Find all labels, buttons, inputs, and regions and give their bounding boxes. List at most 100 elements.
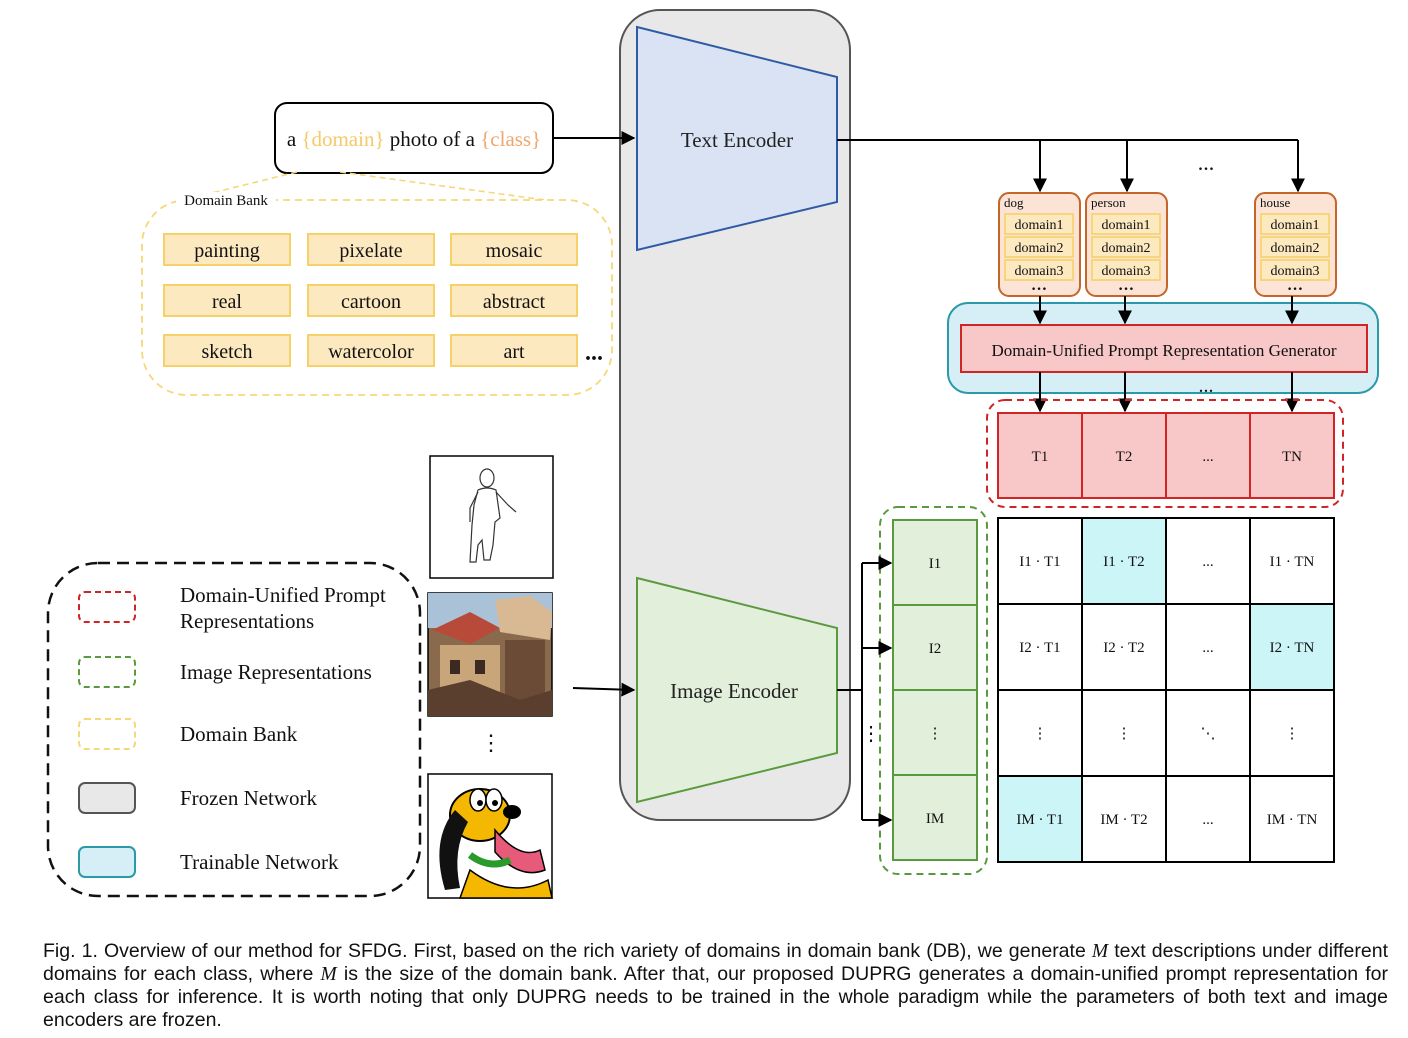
matrix-cell-label: I2 · T1 xyxy=(1019,640,1060,656)
text-rep-label: TN xyxy=(1282,449,1302,465)
image-encoder xyxy=(636,576,838,804)
input-images-gap: ⋮ xyxy=(480,730,502,755)
image-reps-side-dots: ⋮ xyxy=(861,723,881,745)
matrix-cell-label: I1 · T1 xyxy=(1019,554,1060,570)
class-domain-label: domain2 xyxy=(1015,241,1064,256)
domain-chip-label: sketch xyxy=(201,341,252,363)
matrix-cell-label: ⋮ xyxy=(1033,726,1048,742)
generator-more: ... xyxy=(1199,375,1214,397)
class-name: person xyxy=(1091,195,1126,210)
figure-caption: Fig. 1. Overview of our method for SFDG.… xyxy=(43,940,1388,1031)
matrix-cell-label: ⋮ xyxy=(1285,726,1300,742)
matrix-cell xyxy=(1081,689,1167,777)
domain-chip xyxy=(163,233,291,266)
matrix-cell xyxy=(1165,603,1251,691)
image-rep-label: IM xyxy=(926,811,944,827)
matrix-cell xyxy=(1249,517,1335,605)
class-to-generator-arrows xyxy=(1033,296,1299,325)
matrix-cell xyxy=(997,689,1083,777)
class-domain-chip xyxy=(1091,259,1161,281)
text-rep-label: ... xyxy=(1202,449,1213,465)
class-domain-chip xyxy=(1004,213,1074,235)
input-image-cartoon xyxy=(427,773,553,899)
class-name: dog xyxy=(1004,195,1024,210)
domain-bank-title: Domain Bank xyxy=(184,193,268,209)
domain-chip xyxy=(307,284,435,317)
domain-chip xyxy=(450,334,578,367)
prompt-template: a {domain} photo of a {class} xyxy=(287,127,541,151)
text-rep-label: T1 xyxy=(1032,449,1049,465)
domain-chip xyxy=(450,284,578,317)
legend-swatch xyxy=(78,656,136,688)
domain-chip xyxy=(450,233,578,266)
matrix-cell xyxy=(1165,689,1251,777)
matrix-cell xyxy=(1081,775,1167,863)
class-more-dots: … xyxy=(1287,277,1303,294)
class-domain-chip xyxy=(1260,236,1330,258)
matrix-cell xyxy=(1165,775,1251,863)
class-domain-label: domain3 xyxy=(1102,264,1151,279)
domain-chip xyxy=(163,334,291,367)
image-rep-label: I2 xyxy=(929,641,942,657)
domain-chip-label: pixelate xyxy=(339,240,402,262)
matrix-cell xyxy=(1165,517,1251,605)
matrix-cell xyxy=(1249,689,1335,777)
matrix-cell xyxy=(1249,603,1335,691)
matrix-cell-label: IM · T2 xyxy=(1100,812,1147,828)
matrix-cell xyxy=(1081,603,1167,691)
class-domain-chip xyxy=(1004,236,1074,258)
legend-label: Domain Bank xyxy=(180,722,298,746)
legend-label: Trainable Network xyxy=(180,850,339,874)
image-encoder-output-arrows xyxy=(837,556,893,827)
class-domain-label: domain1 xyxy=(1102,218,1151,233)
domain-bank-more: ... xyxy=(585,340,603,366)
prompt-domain-slot: {domain} xyxy=(301,127,384,151)
image-encoder-label: Image Encoder xyxy=(670,679,798,703)
legend-swatch xyxy=(78,718,136,750)
domain-chip xyxy=(163,284,291,317)
matrix-cell-label: IM · T1 xyxy=(1016,812,1063,828)
class-boxes: dogdomain1domain2domain3…persondomain1do… xyxy=(998,192,1337,297)
domain-chip-label: real xyxy=(212,291,242,313)
text-rep-label: T2 xyxy=(1116,449,1133,465)
matrix-cell-label: ⋮ xyxy=(1117,726,1132,742)
domain-chip xyxy=(307,334,435,367)
domain-chip xyxy=(307,233,435,266)
class-domain-chip xyxy=(1091,213,1161,235)
class-domain-label: domain3 xyxy=(1015,264,1064,279)
images-to-image-encoder-arrow xyxy=(572,682,636,697)
generator-to-representation-arrows xyxy=(1033,372,1299,413)
class-more-dots: … xyxy=(1031,277,1047,294)
prompt-middle: photo of a xyxy=(390,127,476,151)
legend-label: Frozen Network xyxy=(180,786,318,810)
generator-label: Domain-Unified Prompt Representation Gen… xyxy=(991,341,1336,360)
class-more-dots: … xyxy=(1118,277,1134,294)
class-domain-label: domain2 xyxy=(1102,241,1151,256)
legend-swatch xyxy=(78,591,136,623)
domain-bank-link-right xyxy=(339,171,561,203)
matrix-cell-label: I2 · TN xyxy=(1270,640,1315,656)
text-rep-cell xyxy=(1165,412,1251,499)
prompt-prefix: a xyxy=(287,127,297,151)
class-domain-label: domain1 xyxy=(1271,218,1320,233)
matrix-cell-label: I1 · TN xyxy=(1270,554,1315,570)
legend-swatch xyxy=(78,782,136,814)
class-domain-label: domain2 xyxy=(1271,241,1320,256)
class-gap-dots: ... xyxy=(1198,150,1215,175)
input-image-sketch xyxy=(429,455,554,579)
legend-swatch xyxy=(78,846,136,878)
image-rep-label: I1 xyxy=(929,556,942,572)
domain-chip-label: mosaic xyxy=(486,240,543,262)
domain-chip-label: cartoon xyxy=(341,291,401,313)
legend-label: Image Representations xyxy=(180,660,372,684)
domain-chip-label: art xyxy=(503,341,525,363)
matrix-cell-label: ... xyxy=(1202,812,1213,828)
text-representations: T1 T2... TN xyxy=(997,412,1335,499)
image-reps-container xyxy=(879,506,988,875)
matrix-cell-label: I2 · T2 xyxy=(1103,640,1144,656)
text-encoder xyxy=(636,25,838,252)
